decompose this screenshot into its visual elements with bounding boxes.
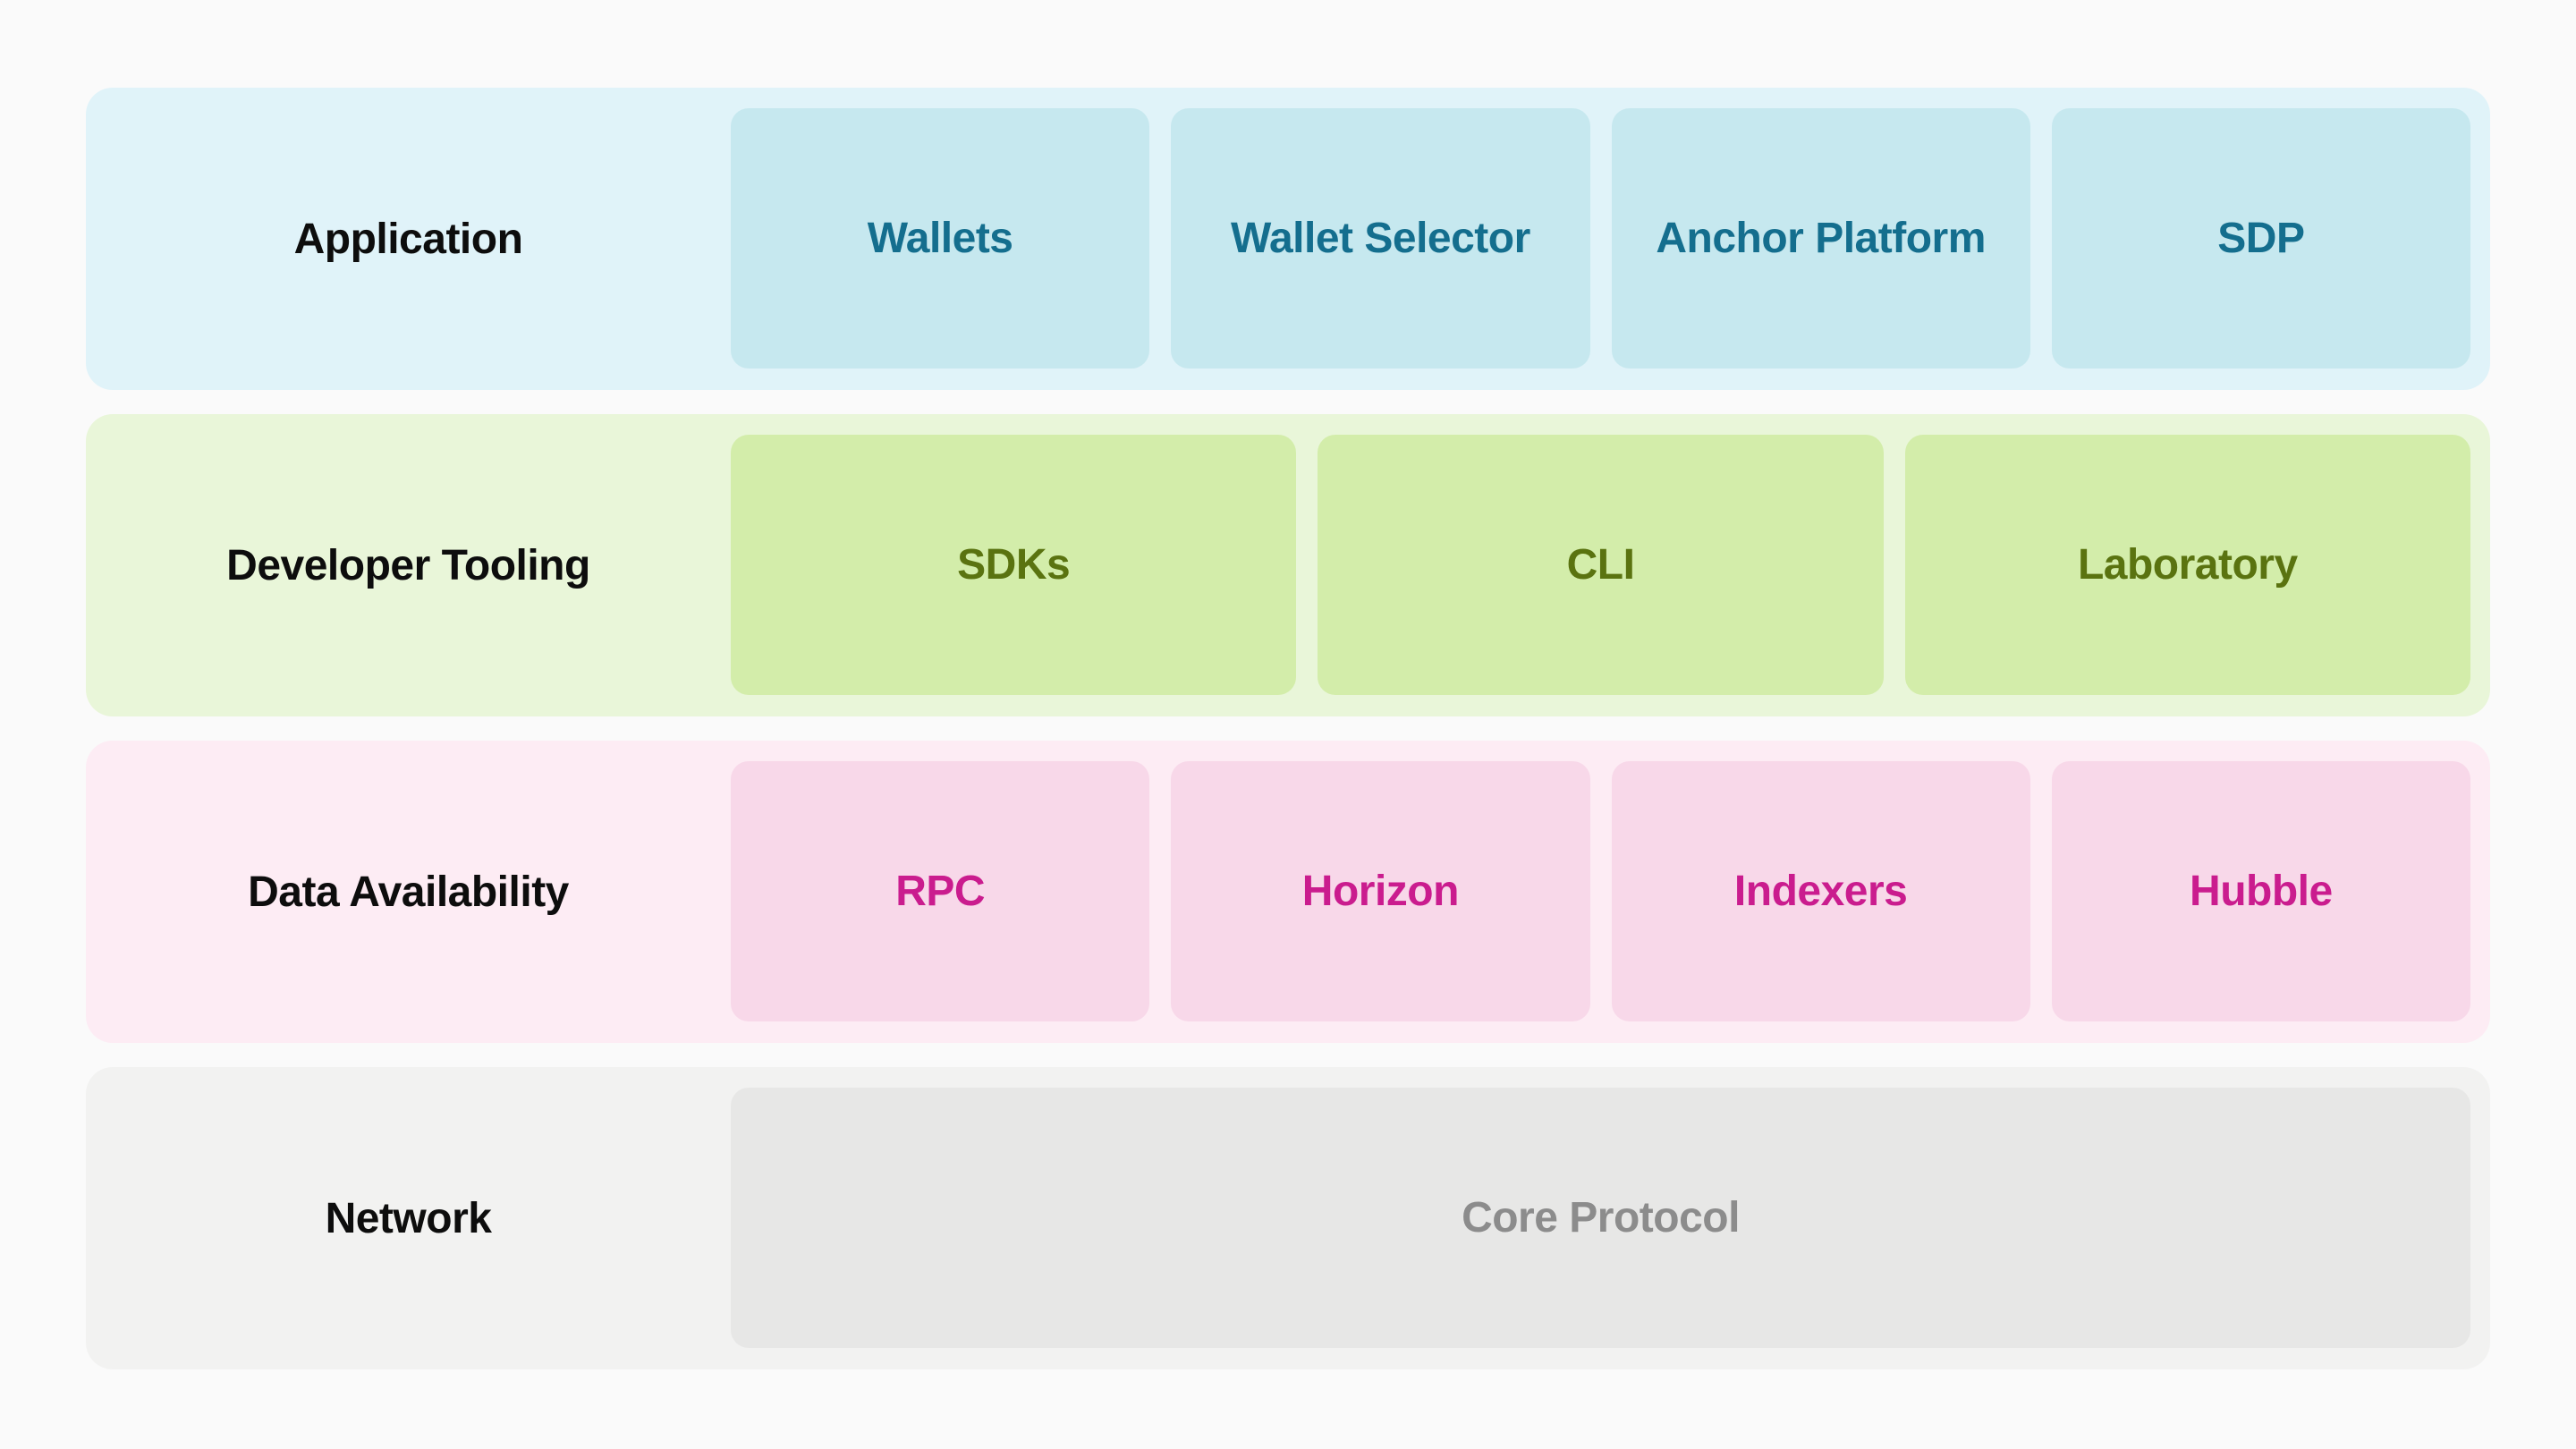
item-label-rpc: RPC (895, 868, 986, 915)
item-label-hubble: Hubble (2190, 868, 2333, 915)
layer-label-developer-tooling: Developer Tooling (226, 541, 590, 589)
item-label-core-protocol: Core Protocol (1462, 1194, 1740, 1241)
item-sdks[interactable]: SDKs (731, 435, 1297, 695)
layer-row-developer-tooling: Developer Tooling SDKs CLI Laboratory (86, 414, 2490, 716)
stack-diagram: Application Wallets Wallet Selector Anch… (86, 88, 2490, 1369)
layer-label-network: Network (325, 1194, 492, 1242)
item-anchor-platform[interactable]: Anchor Platform (1611, 108, 2030, 369)
item-label-cli: CLI (1566, 541, 1635, 589)
item-label-sdks: SDKs (957, 541, 1071, 589)
layer-row-data-availability: Data Availability RPC Horizon Indexers H… (86, 741, 2490, 1043)
item-rpc[interactable]: RPC (731, 761, 1150, 1021)
layer-row-application: Application Wallets Wallet Selector Anch… (86, 88, 2490, 390)
item-wallet-selector[interactable]: Wallet Selector (1171, 108, 1590, 369)
item-core-protocol[interactable]: Core Protocol (731, 1088, 2470, 1348)
item-hubble[interactable]: Hubble (2051, 761, 2470, 1021)
item-wallets[interactable]: Wallets (731, 108, 1150, 369)
item-label-wallet-selector: Wallet Selector (1230, 215, 1530, 262)
layer-items: SDKs CLI Laboratory (731, 414, 2490, 716)
item-label-laboratory: Laboratory (2077, 541, 2298, 589)
item-label-horizon: Horizon (1301, 868, 1460, 915)
layer-items: Core Protocol (731, 1067, 2490, 1369)
item-sdp[interactable]: SDP (2051, 108, 2470, 369)
layer-row-network: Network Core Protocol (86, 1067, 2490, 1369)
item-laboratory[interactable]: Laboratory (1904, 435, 2470, 695)
item-horizon[interactable]: Horizon (1171, 761, 1590, 1021)
item-label-sdp: SDP (2217, 215, 2305, 262)
item-label-indexers: Indexers (1733, 868, 1908, 915)
layer-items: Wallets Wallet Selector Anchor Platform … (731, 88, 2490, 390)
layer-label-data-availability: Data Availability (248, 868, 569, 916)
item-indexers[interactable]: Indexers (1611, 761, 2030, 1021)
item-label-anchor-platform: Anchor Platform (1656, 215, 1986, 262)
item-cli[interactable]: CLI (1318, 435, 1884, 695)
item-label-wallets: Wallets (867, 215, 1013, 262)
layer-items: RPC Horizon Indexers Hubble (731, 741, 2490, 1043)
layer-label-application: Application (293, 215, 523, 263)
